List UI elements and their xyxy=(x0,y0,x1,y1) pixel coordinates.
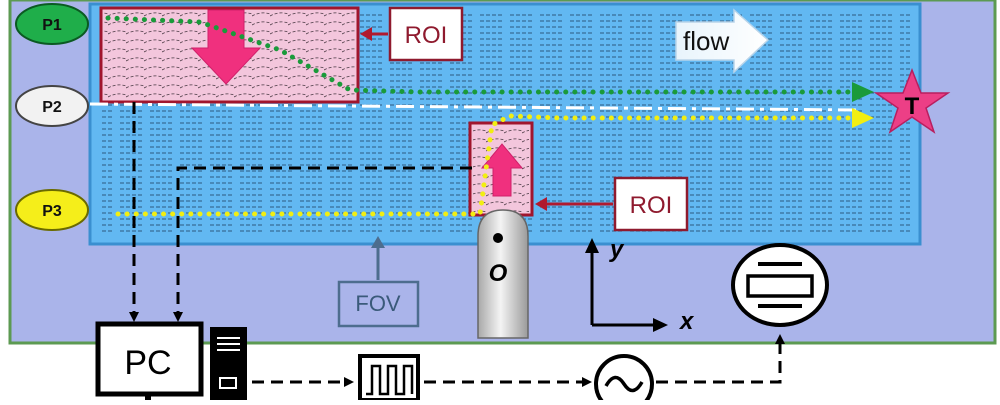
roi-bottom-pointer-head xyxy=(535,197,547,211)
svg-text:P1: P1 xyxy=(42,17,62,34)
p1-path-arrowhead xyxy=(852,82,874,102)
computer-tower-icon xyxy=(210,327,247,400)
port-p3: P3 xyxy=(15,189,89,231)
target-star-icon xyxy=(873,67,951,134)
p3-path-arrowhead xyxy=(852,108,874,128)
target-label: T xyxy=(905,93,920,120)
p3-particle-path xyxy=(115,113,853,217)
objective-label: O xyxy=(489,260,508,287)
roi-top-label: ROI xyxy=(405,22,448,49)
roi-top-label-box xyxy=(388,6,464,62)
axis-x-label: x xyxy=(678,308,695,335)
ac-source-icon xyxy=(594,354,654,405)
fov-label-box xyxy=(337,280,420,328)
roi-bottom-label-box xyxy=(613,176,689,232)
roi-bottom-signal-line xyxy=(173,166,472,322)
transducer-icon xyxy=(731,243,829,327)
pulse-generator-icon xyxy=(358,354,420,402)
port-p2: P2 xyxy=(15,85,89,127)
fov-pointer-head xyxy=(371,236,385,248)
fov-label: FOV xyxy=(355,291,401,316)
ac-to-transducer-line xyxy=(656,334,785,384)
p2-path-line xyxy=(89,102,863,112)
roi-bottom-arrow xyxy=(480,143,524,197)
flow-arrow-icon xyxy=(675,8,770,74)
coordinate-axes: y x xyxy=(585,236,695,335)
objective-lens: O xyxy=(477,209,529,339)
svg-text:P3: P3 xyxy=(42,203,62,220)
roi-bottom-label: ROI xyxy=(630,192,673,219)
roi-top-arrow xyxy=(190,9,262,85)
port-p1: P1 xyxy=(15,3,89,45)
axis-y-label: y xyxy=(609,236,625,263)
p1-particle-path xyxy=(105,15,853,95)
svg-text:P2: P2 xyxy=(42,99,62,116)
roi-top-pointer-head xyxy=(360,27,372,41)
monitor-icon: PC xyxy=(95,321,204,400)
pc-label: PC xyxy=(124,344,171,382)
flow-label: flow xyxy=(683,26,729,56)
